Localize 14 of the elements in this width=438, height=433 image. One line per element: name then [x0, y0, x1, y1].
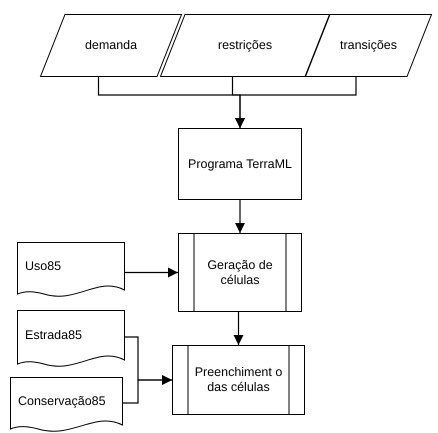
node-label: Estrada85: [25, 328, 82, 342]
arrow: [234, 312, 244, 345]
node-label: transições: [340, 38, 397, 53]
arrow: [235, 77, 357, 128]
node-label: Preenchiment o das células: [194, 365, 282, 395]
node-label: Geração de células: [206, 258, 274, 288]
node-label: Uso85: [25, 258, 62, 274]
arrow: [123, 375, 172, 404]
arrow: [125, 268, 178, 278]
node-label: Conservação85: [18, 394, 106, 408]
node-label: demanda: [84, 38, 138, 53]
arrow: [235, 200, 245, 233]
node-label: Programa TerraML: [188, 156, 292, 172]
node-label: restrições: [218, 38, 272, 53]
